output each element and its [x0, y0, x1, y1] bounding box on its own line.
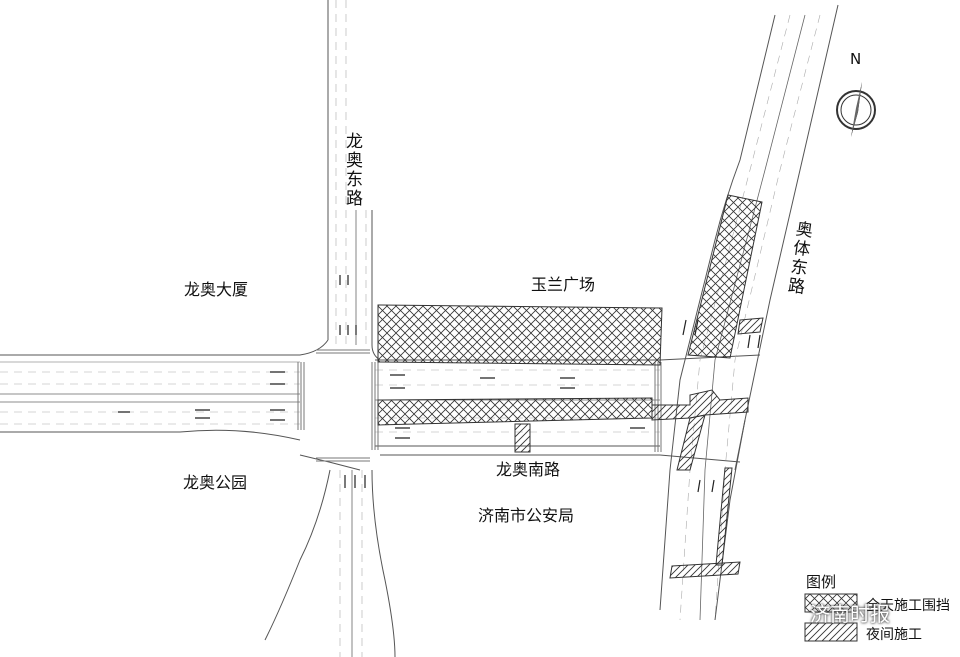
night-construction-zones	[514, 317, 764, 579]
label-longao-south-road: 龙奥南路	[496, 460, 561, 479]
watermark: 济南时报	[810, 602, 890, 626]
legend-swatch-diagonal	[804, 622, 858, 642]
legend-swatches	[804, 593, 858, 642]
night-zone-aoti-south	[669, 561, 741, 579]
label-yulan-plaza: 玉兰广场	[531, 275, 596, 294]
enclosure-all-day	[377, 194, 763, 426]
night-zone-east-strip	[676, 414, 706, 471]
night-zone-south-road-block	[514, 423, 531, 453]
lane-arrows	[118, 275, 761, 493]
compass-north-label: N	[850, 50, 862, 68]
night-zone-aoti-vertical	[715, 467, 733, 566]
enclosure-aoti-east	[687, 194, 763, 359]
label-longao-building: 龙奥大厦	[184, 280, 249, 299]
legend-label-night: 夜间施工	[866, 627, 922, 643]
enclosure-yulan-plaza	[377, 304, 663, 366]
label-jinan-police: 济南市公安局	[478, 506, 575, 525]
road-longao-east	[264, 0, 396, 657]
label-longao-east-road: 龙奥东路	[342, 132, 362, 208]
legend-title: 图例	[806, 573, 837, 591]
legend-label-all-day: 全天施工围挡	[866, 598, 950, 614]
night-zone-east-intersection	[651, 389, 749, 421]
night-zone-aoti-small	[737, 317, 764, 335]
legend-swatch-crosshatch	[804, 593, 858, 613]
enclosure-south-road-median	[377, 397, 653, 426]
label-longao-park: 龙奥公园	[183, 473, 248, 492]
compass-icon	[836, 82, 876, 137]
road-aoti-east	[659, 4, 839, 621]
